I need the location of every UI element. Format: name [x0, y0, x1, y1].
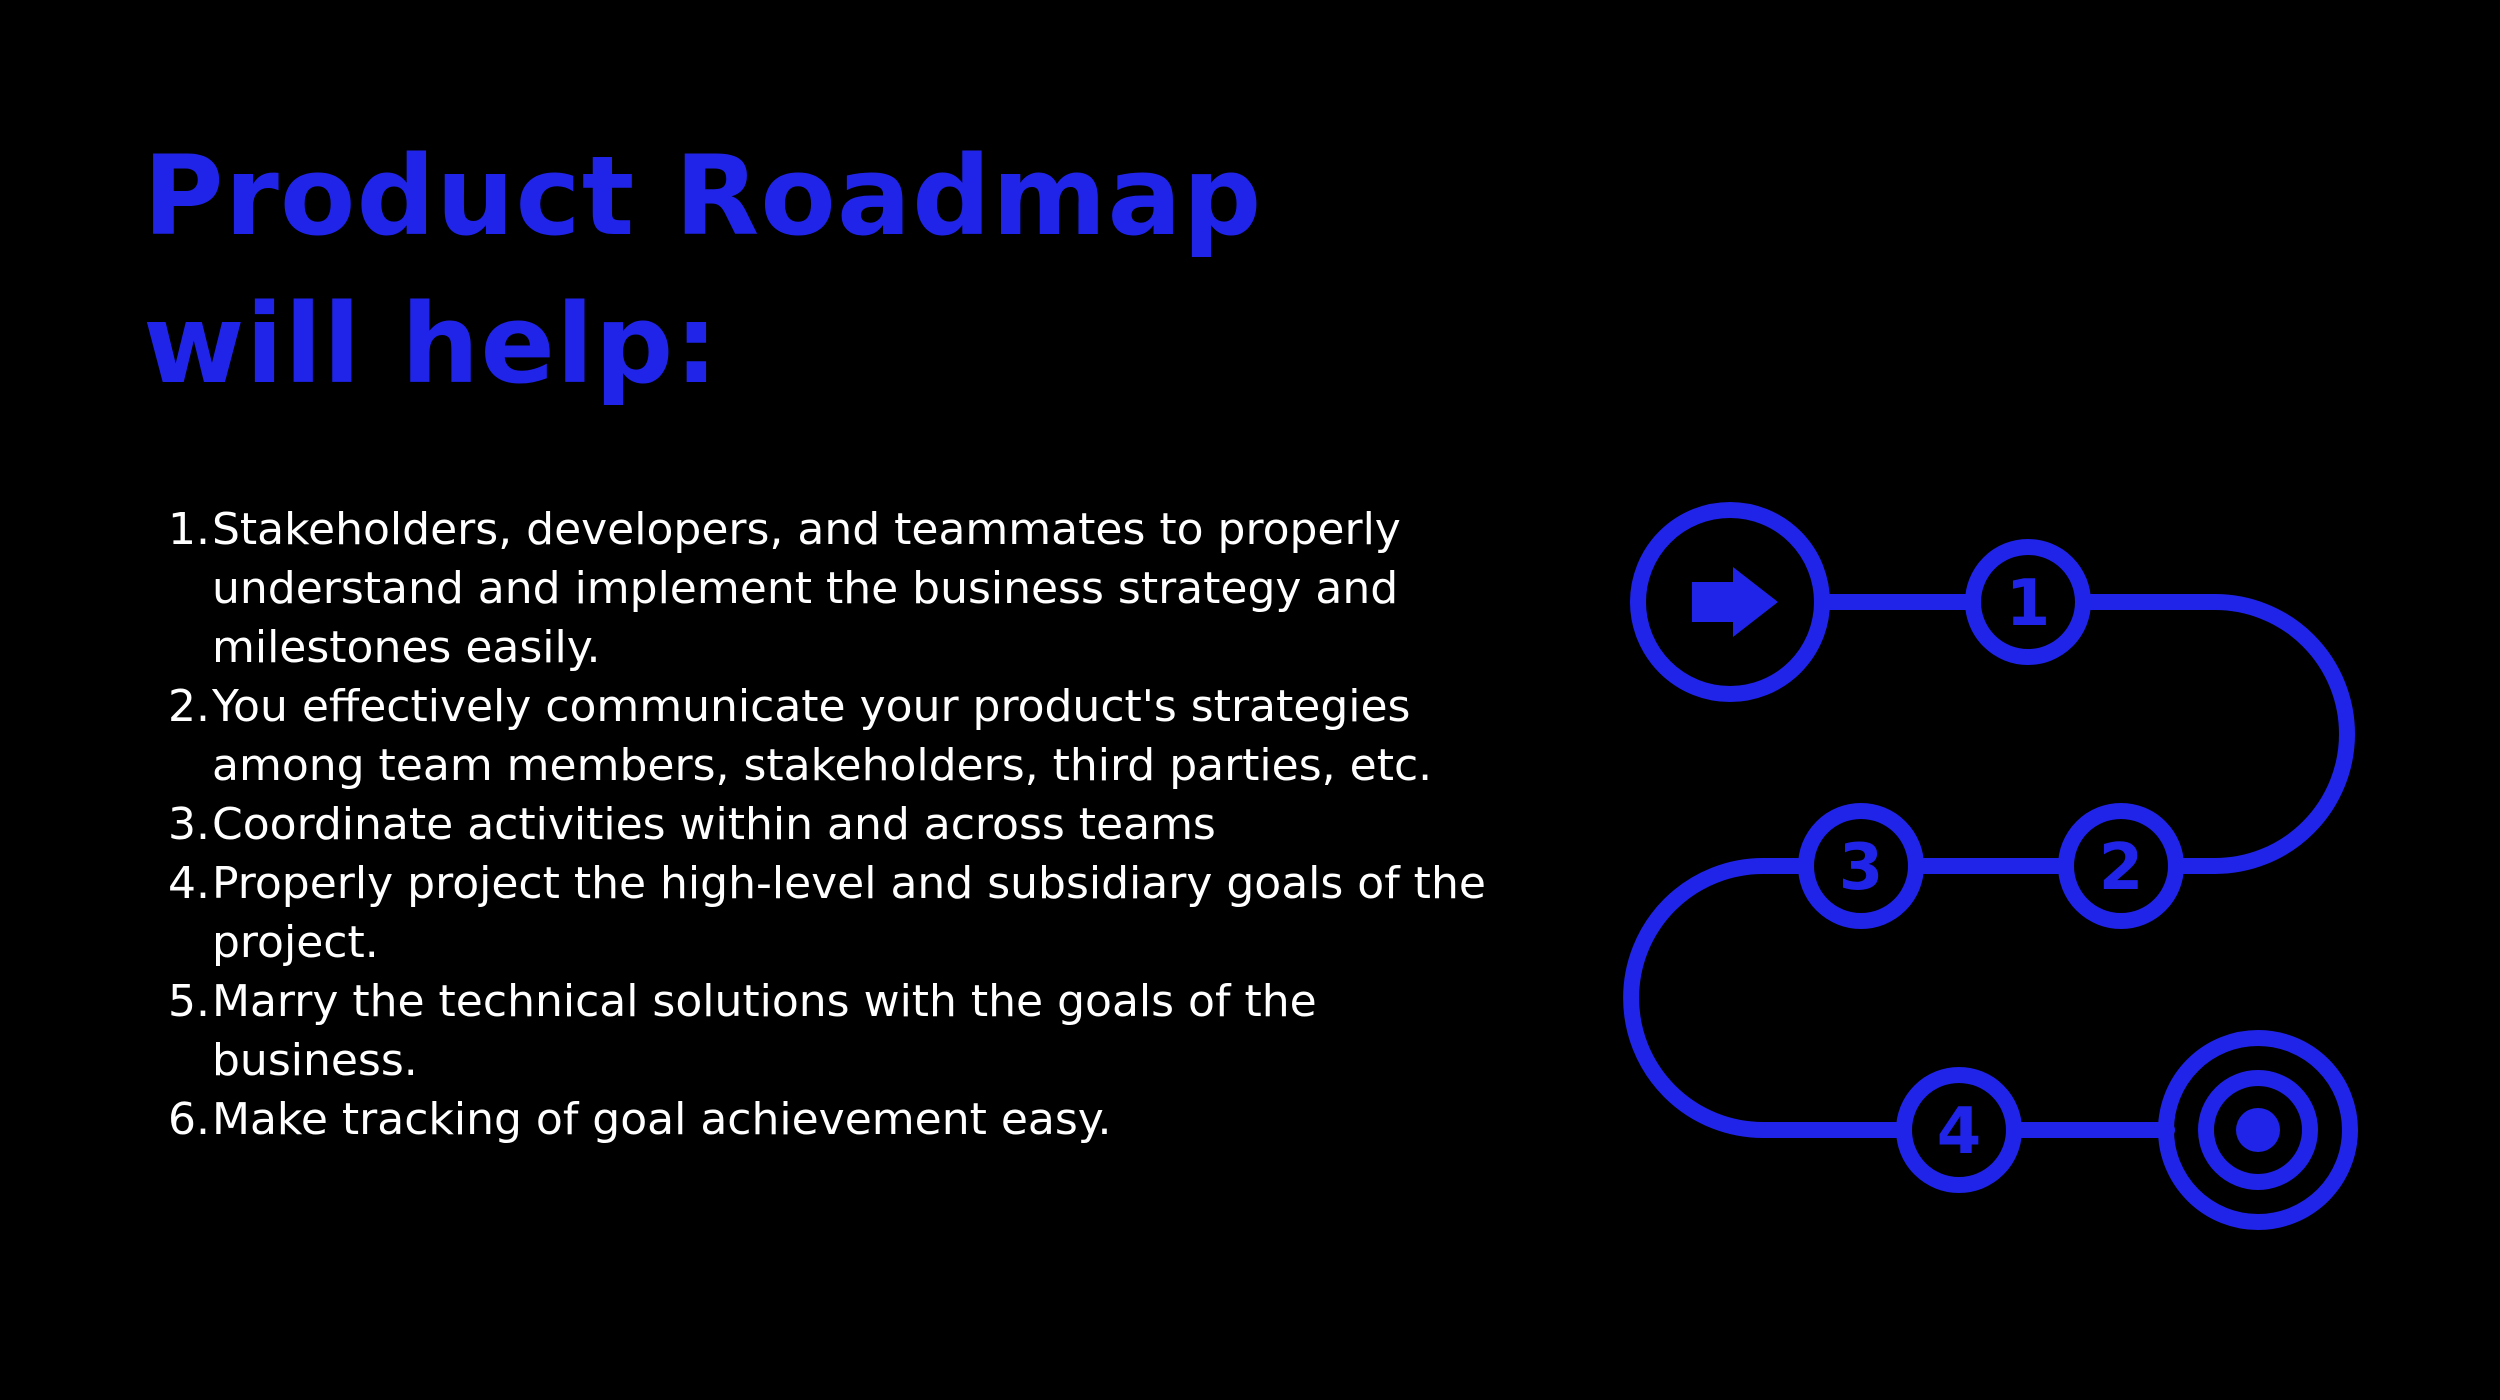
list-item: 4. Properly project the high-level and s…	[168, 854, 1528, 972]
step-ring-4	[1896, 1067, 2022, 1193]
target-bullseye	[2236, 1108, 2280, 1152]
step-node-2: 2	[2058, 803, 2184, 929]
roadmap-diagram: 1 2 3 4	[1623, 502, 2358, 1230]
list-item-number: 2.	[168, 681, 210, 732]
list-item-text: Stakeholders, developers, and teammates …	[212, 504, 1401, 673]
list-item-text: Make tracking of goal achievement easy.	[212, 1094, 1112, 1145]
arrow-right-icon	[1692, 567, 1778, 637]
step-ring-3	[1798, 803, 1924, 929]
list-item-number: 3.	[168, 799, 210, 850]
list-item-text: You effectively communicate your product…	[212, 681, 1433, 791]
step-node-3: 3	[1798, 803, 1924, 929]
list-item-number: 4.	[168, 858, 210, 909]
title-line-1: Product Roadmap	[143, 132, 1263, 260]
step-ring-2	[2058, 803, 2184, 929]
roadmap-path	[1623, 594, 2355, 1138]
target-icon	[2158, 1030, 2358, 1230]
step-label-3: 3	[1839, 831, 1884, 905]
target-inner-ring	[2198, 1070, 2318, 1190]
list-item: 5. Marry the technical solutions with th…	[168, 972, 1528, 1090]
list-item-text: Marry the technical solutions with the g…	[212, 976, 1317, 1086]
path-1-to-2	[2083, 594, 2355, 874]
list-item: 1. Stakeholders, developers, and teammat…	[168, 500, 1528, 677]
list-item: 3. Coordinate activities within and acro…	[168, 795, 1528, 854]
list-item-number: 1.	[168, 504, 210, 555]
start-node	[1630, 502, 1830, 702]
path-3-to-4	[1623, 858, 1904, 1138]
list-item: 6. Make tracking of goal achievement eas…	[168, 1090, 1528, 1149]
target-outer-ring	[2158, 1030, 2358, 1230]
step-label-1: 1	[2006, 567, 2051, 641]
step-label-2: 2	[2099, 831, 2144, 905]
step-label-4: 4	[1937, 1095, 1982, 1169]
list-item-text: Coordinate activities within and across …	[212, 799, 1216, 850]
step-ring-1	[1965, 539, 2091, 665]
list-item-number: 5.	[168, 976, 210, 1027]
title-line-2: will help:	[143, 280, 720, 408]
step-node-1: 1	[1965, 539, 2091, 665]
page-title: Product Roadmap will help:	[143, 122, 1443, 418]
step-node-4: 4	[1896, 1067, 2022, 1193]
list-item: 2. You effectively communicate your prod…	[168, 677, 1528, 795]
benefits-list: 1. Stakeholders, developers, and teammat…	[168, 500, 1528, 1149]
list-item-number: 6.	[168, 1094, 210, 1145]
start-ring	[1630, 502, 1830, 702]
list-item-text: Properly project the high-level and subs…	[212, 858, 1486, 968]
